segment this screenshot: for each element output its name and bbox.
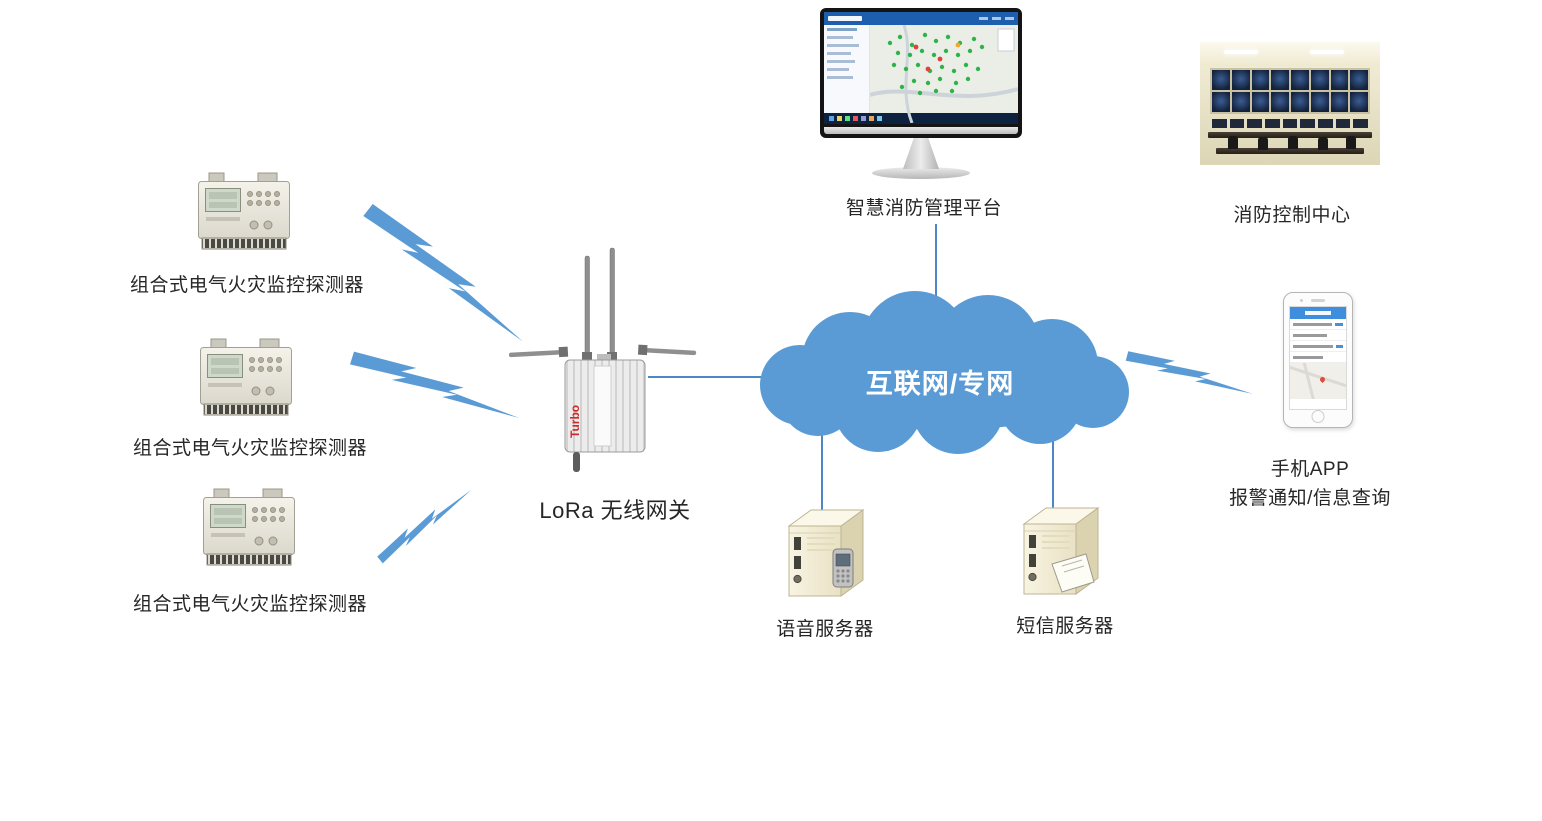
phone-home-button [1311,410,1325,423]
cellphone-icon [832,548,854,588]
control-center-label: 消防控制中心 [1233,205,1351,226]
detector-device-icon [198,172,290,250]
monitor-stand-neck [903,138,939,169]
platform-label: 智慧消防管理平台 [845,198,1002,219]
phone-speaker [1311,299,1325,302]
mobile-phone-node [1283,292,1353,428]
monitor-bezel [820,8,1022,138]
detector1-label: 组合式电气火灾监控探测器 [129,275,364,296]
dashboard-map [869,24,1018,124]
detector-device-icon [203,488,295,566]
phone-label-line1: 手机APP [1270,459,1350,480]
bolt-detector2-gateway [348,348,525,422]
sms-message-card [1050,552,1096,594]
dashboard-header [824,12,1018,25]
message-paper-icon [1051,553,1095,593]
platform-monitor-node [820,8,1022,179]
phone-label: 手机APP 报警通知/信息查询 [1180,455,1440,513]
desk-front [1208,132,1372,138]
lora-gateway-node: Turbo [505,246,700,476]
internet-cloud-shape [760,291,1129,454]
phone-screen [1289,306,1347,410]
phone-camera [1300,299,1303,302]
desk-back [1216,148,1364,154]
cloud-label: 互联网/专网 [865,369,1015,399]
detector-device-icon [200,338,292,416]
dashboard-sidebar [824,25,870,113]
control-room-ceiling [1200,42,1380,66]
app-header [1290,307,1346,319]
lora-gateway-device-icon: Turbo [508,247,697,472]
dashboard-taskbar [824,113,1018,124]
voice-phone-handset [832,548,854,588]
detector3-label: 组合式电气火灾监控探测器 [132,594,367,615]
detector2-label: 组合式电气火灾监控探测器 [132,438,367,459]
gateway-brand-text: Turbo [568,405,582,438]
monitor-screen [824,12,1018,124]
video-wall [1210,68,1370,114]
bolt-cloud-phone [1125,348,1256,397]
phone-label-line2: 报警通知/信息查询 [1229,488,1391,509]
desk-monitors-row [1212,119,1368,128]
detector-node-3 [203,488,295,566]
detector-node-2 [200,338,292,416]
detector-node-1 [198,172,290,250]
monitor-chin [824,127,1018,134]
app-mini-map [1290,363,1346,399]
control-center-node [1200,42,1380,165]
bolt-detector3-gateway [375,481,473,565]
sms-server-label: 短信服务器 [1016,616,1114,637]
voice-server-label: 语音服务器 [776,619,874,640]
map-markers [869,24,1018,124]
monitor-stand-base [872,167,970,179]
gateway-label: LoRa 无线网关 [539,498,691,523]
dashboard-logo [828,16,862,21]
